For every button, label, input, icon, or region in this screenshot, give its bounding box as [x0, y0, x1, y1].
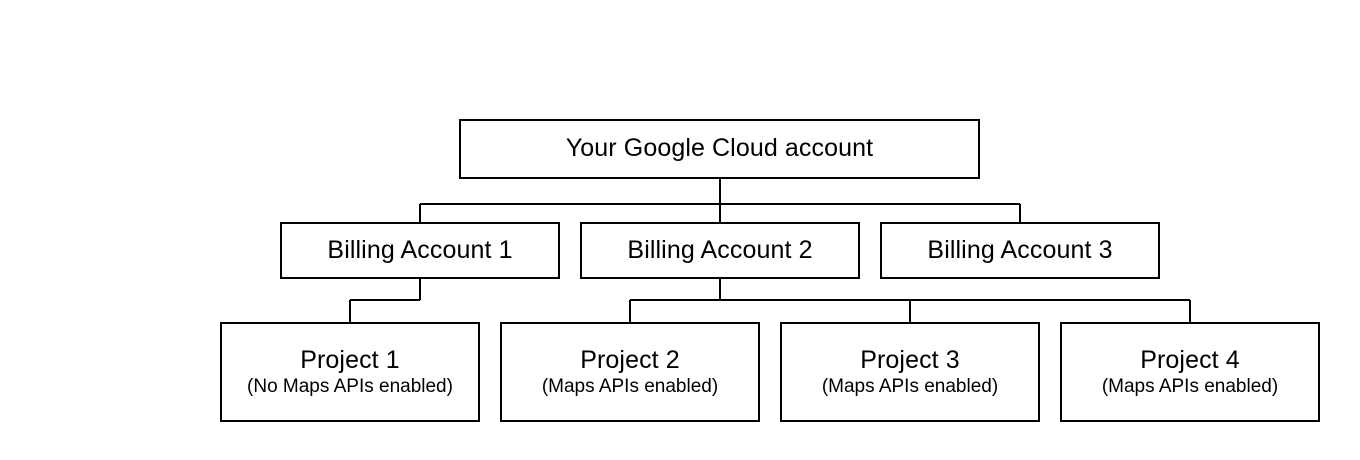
project-3-label: Project 3 [860, 345, 960, 374]
node-billing-account-2[interactable]: Billing Account 2 [580, 222, 860, 279]
node-cloud-account[interactable]: Your Google Cloud account [459, 119, 980, 179]
project-4-status: (Maps APIs enabled) [1101, 376, 1279, 398]
project-1-label: Project 1 [300, 345, 400, 374]
project-2-label: Project 2 [580, 345, 680, 374]
project-2-status: (Maps APIs enabled) [541, 376, 719, 398]
project-3-status: (Maps APIs enabled) [821, 376, 999, 398]
node-project-3[interactable]: Project 3 (Maps APIs enabled) [780, 322, 1040, 422]
node-project-2[interactable]: Project 2 (Maps APIs enabled) [500, 322, 760, 422]
node-billing-account-1[interactable]: Billing Account 1 [280, 222, 560, 279]
billing-account-3-label: Billing Account 3 [927, 235, 1113, 264]
node-project-1[interactable]: Project 1 (No Maps APIs enabled) [220, 322, 480, 422]
node-project-4[interactable]: Project 4 (Maps APIs enabled) [1060, 322, 1320, 422]
billing-account-2-label: Billing Account 2 [627, 235, 813, 264]
cloud-account-label: Your Google Cloud account [565, 134, 874, 163]
project-1-status: (No Maps APIs enabled) [247, 376, 453, 398]
node-billing-account-3[interactable]: Billing Account 3 [880, 222, 1160, 279]
project-4-label: Project 4 [1140, 345, 1240, 374]
billing-account-1-label: Billing Account 1 [327, 235, 513, 264]
